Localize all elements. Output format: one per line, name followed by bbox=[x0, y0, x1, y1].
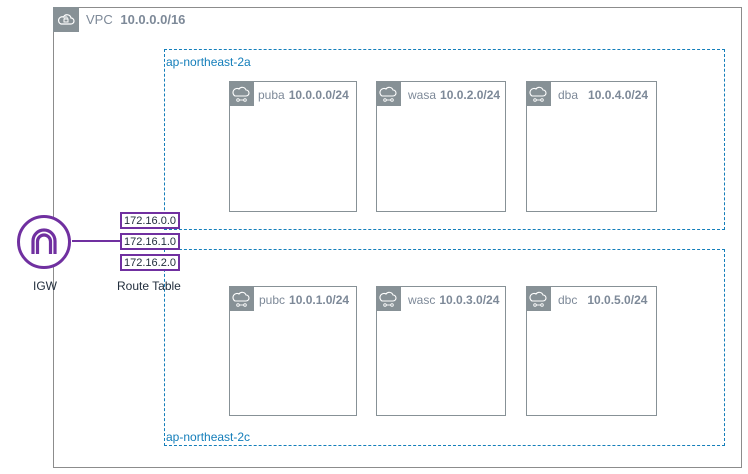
availability-zone-2c bbox=[164, 249, 725, 446]
subnet-name: wasa bbox=[408, 88, 437, 102]
subnet-dbc-label: dbc 10.0.5.0/24 bbox=[558, 293, 647, 307]
route-table-entry: 172.16.2.0 bbox=[120, 254, 180, 271]
cloud-network-icon bbox=[526, 286, 551, 311]
subnet-cidr: 10.0.3.0/24 bbox=[439, 293, 500, 307]
cloud-network-icon bbox=[376, 286, 401, 311]
cloud-network-icon bbox=[229, 286, 254, 311]
subnet-cidr: 10.0.0.0/24 bbox=[288, 88, 349, 102]
subnet-cidr: 10.0.5.0/24 bbox=[587, 293, 648, 307]
subnet-puba bbox=[229, 81, 357, 212]
subnet-name: wasc bbox=[408, 293, 436, 307]
vpc-title: VPC bbox=[86, 12, 113, 27]
availability-zone-2a bbox=[164, 49, 725, 230]
route-table-label: Route Table bbox=[117, 279, 181, 293]
internet-gateway-icon bbox=[16, 214, 72, 270]
igw-label: IGW bbox=[33, 279, 57, 293]
subnet-dba-label: dba 10.0.4.0/24 bbox=[558, 88, 648, 102]
subnet-cidr: 10.0.1.0/24 bbox=[289, 293, 350, 307]
subnet-name: dba bbox=[558, 88, 579, 102]
subnet-name: dbc bbox=[558, 293, 578, 307]
subnet-name: pubc bbox=[259, 293, 286, 307]
cloud-network-icon bbox=[526, 81, 551, 106]
vpc-label: VPC 10.0.0.0/16 bbox=[86, 12, 185, 27]
availability-zone-2c-label: ap-northeast-2c bbox=[166, 430, 251, 444]
vpc-cidr: 10.0.0.0/16 bbox=[120, 12, 186, 27]
cloud-network-icon bbox=[376, 81, 401, 106]
subnet-cidr: 10.0.2.0/24 bbox=[440, 88, 501, 102]
cloud-lock-icon bbox=[53, 7, 79, 32]
subnet-cidr: 10.0.4.0/24 bbox=[588, 88, 649, 102]
availability-zone-2a-label: ap-northeast-2a bbox=[166, 55, 251, 69]
cloud-network-icon bbox=[229, 81, 254, 106]
subnet-name: puba bbox=[258, 88, 285, 102]
route-table-entry: 172.16.1.0 bbox=[120, 233, 180, 250]
route-table-entry: 172.16.0.0 bbox=[120, 212, 180, 229]
